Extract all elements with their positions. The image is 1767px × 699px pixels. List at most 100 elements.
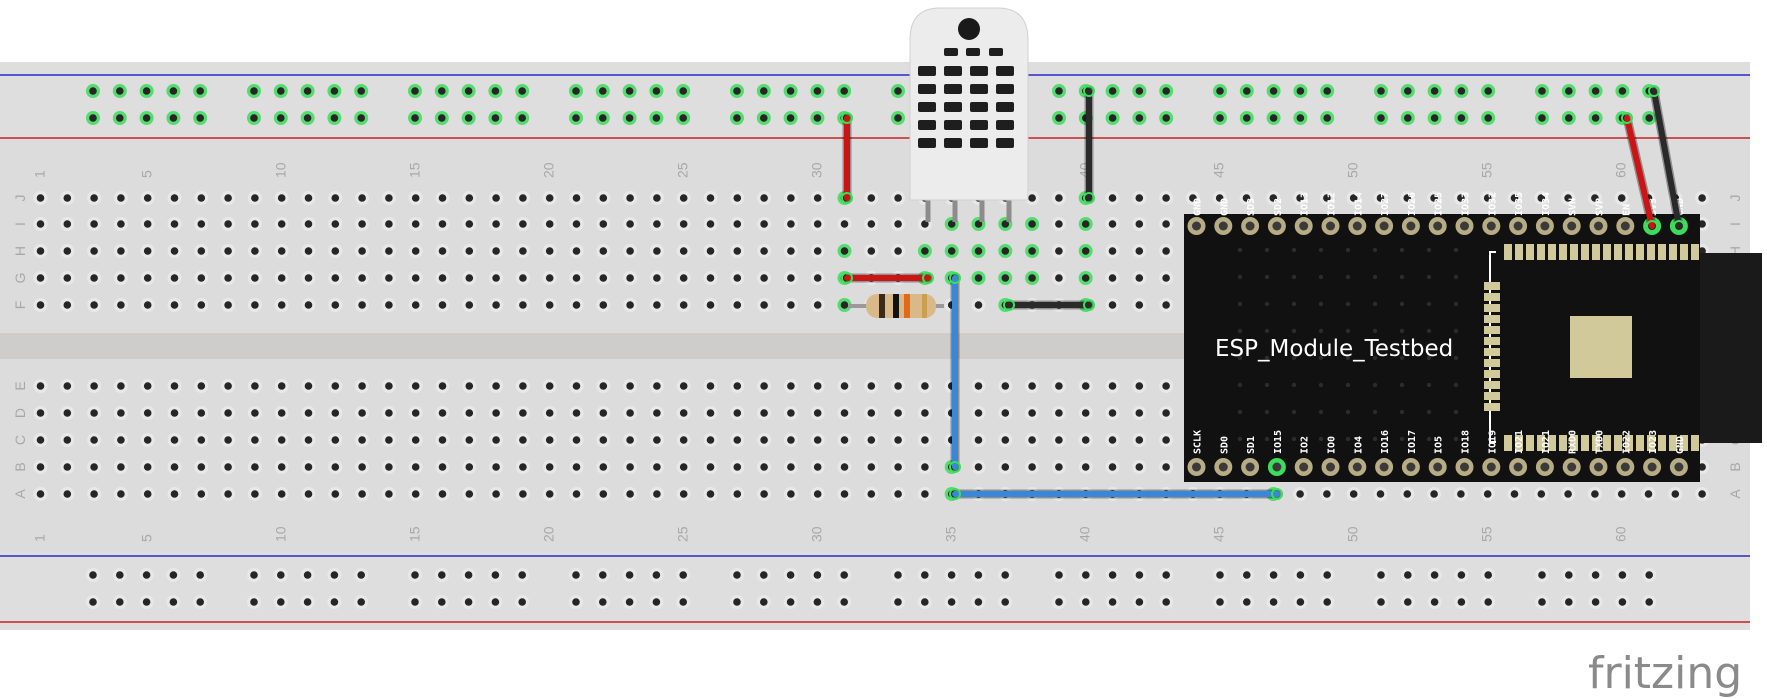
hole-G8 [221,271,236,285]
hole-H29 [783,244,798,258]
rail-bottom-hole [1105,568,1120,582]
hole-B14 [381,460,396,474]
hole-J23 [623,191,638,205]
hole-E26 [703,379,718,393]
hole-F30 [810,298,825,312]
rail-bottom-hole [1293,595,1308,609]
hole-A15 [408,487,423,501]
hole-I11 [301,217,316,231]
hole-A33 [891,487,906,501]
rail-bottom-hole [327,568,342,582]
rail-bottom-hole [1293,568,1308,582]
hole-A29 [783,487,798,501]
hole-D41 [1105,406,1120,420]
rail-top-hole [676,111,691,125]
hole-G38 [1025,271,1040,285]
rail-bottom-hole [783,568,798,582]
dht22-sensor [909,7,1029,222]
hole-G43 [1159,271,1174,285]
column-number-top: 20 [541,162,557,178]
hole-D9 [247,406,262,420]
rail-bottom-hole [1454,595,1469,609]
hole-G14 [381,271,396,285]
rail-bottom-hole [1374,568,1388,582]
module-top-pin-label: EN [1621,204,1632,216]
hole-C25 [676,433,691,447]
hole-H31 [837,244,852,258]
hole-E42 [1132,379,1147,393]
hole-J27 [730,191,745,205]
hole-F2 [60,298,75,312]
module-bottom-pin-label: IO23 [1648,430,1659,454]
hole-G26 [703,271,718,285]
hole-H10 [274,244,289,258]
rail-bottom-hole [488,595,503,609]
module-bottom-pin-label: IO21 [1514,430,1525,454]
hole-E34 [917,379,932,393]
hole-F20 [542,298,557,312]
rail-bottom-hole [408,595,422,609]
hole-A55 [1480,487,1495,501]
hole-G22 [596,271,611,285]
hole-J54 [1453,191,1468,205]
hole-E1 [33,379,48,393]
esp32-chip-outline [1489,251,1496,443]
hole-B19 [515,460,530,474]
hole-F13 [355,298,370,312]
column-number-top: 15 [407,162,423,178]
resistor [848,294,944,318]
hole-H12 [328,244,343,258]
resistor-band-1 [879,294,885,318]
rail-top-hole [1266,84,1281,98]
hole-E10 [274,379,289,393]
hole-C34 [917,433,932,447]
rail-bottom-hole [1427,568,1442,582]
module-top-pin-label: GND [1219,198,1230,216]
resistor-band-3 [904,294,910,318]
hole-B5 [140,460,155,474]
hole-B36 [971,460,986,474]
hole-J12 [328,191,343,205]
rail-top-hole [300,111,315,125]
module-bottom-pin-label: IO4 [1353,436,1364,454]
hole-C22 [596,433,611,447]
hole-F5 [140,298,155,312]
rail-top-hole [300,84,315,98]
hole-J21 [569,191,584,205]
column-number-bottom: 20 [541,526,557,542]
rail-bottom-hole [1132,568,1147,582]
hole-J49 [1319,191,1334,205]
hole-A58 [1561,487,1576,501]
hole-J29 [783,191,798,205]
hole-A2 [60,487,75,501]
hole-B7 [194,460,209,474]
rail-bottom-hole [891,568,905,582]
hole-I20 [542,217,557,231]
rail-top-hole [1588,111,1603,125]
hole-D27 [730,406,745,420]
hole-G1 [33,271,48,285]
hole-J9 [247,191,262,205]
hole-I31 [837,217,852,231]
module-bottom-pin-label: IO5 [1434,436,1445,454]
rail-bottom-hole [837,568,852,582]
rail-bottom-hole [1561,595,1576,609]
module-top-pin-label: IO33 [1461,192,1472,216]
rail-bottom-hole [1159,568,1174,582]
hole-B11 [301,460,316,474]
module-bottom-pin-label: IO21 [1541,430,1552,454]
hole-F43 [1159,298,1174,312]
hole-B1 [33,460,48,474]
hole-B6 [167,460,182,474]
rail-bottom-hole [810,568,825,582]
hole-G13 [355,271,370,285]
rail-top-hole [139,111,154,125]
hole-H41 [1105,244,1120,258]
rail-top-hole [1239,111,1254,125]
hole-I6 [167,217,182,231]
hole-B8 [221,460,236,474]
hole-A6 [167,487,182,501]
hole-A7 [194,487,209,501]
hole-A60 [1614,487,1629,501]
hole-E25 [676,379,691,393]
